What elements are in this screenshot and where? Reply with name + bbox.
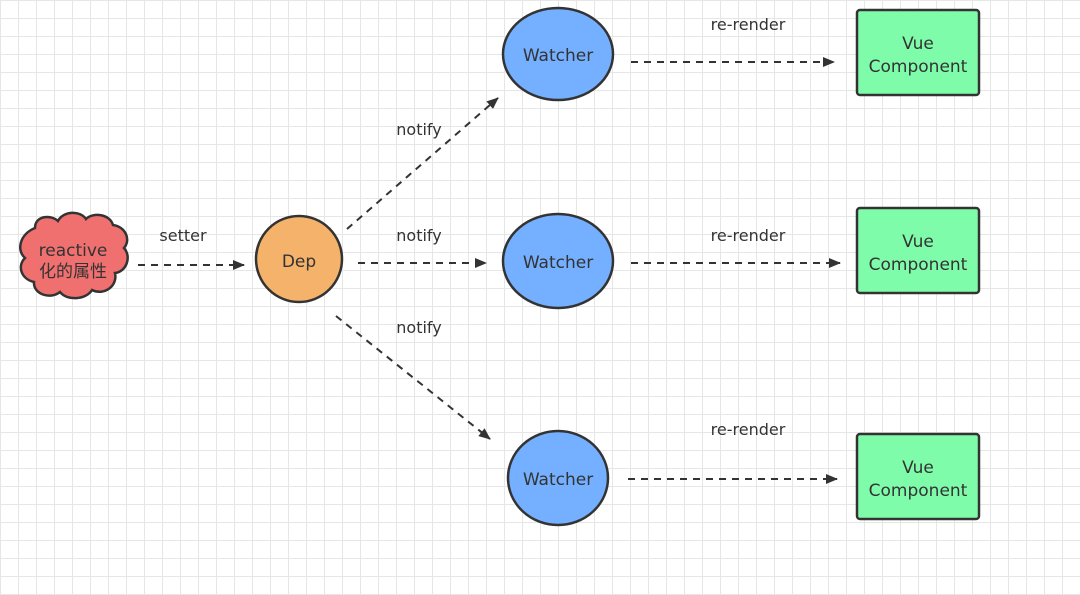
rerender-edge-bottom: re-render [628,420,838,484]
watcher-circle-top [501,6,615,102]
watcher-circle-middle [501,212,615,310]
setter-label: setter [159,226,207,245]
reactive-property-node: reactive 化的属性 [19,211,129,300]
watcher-circle-bottom [506,429,610,527]
notify-edge-middle: notify [358,226,487,268]
vue-component-label-top-line2: Component [869,57,968,77]
vue-component-box-top [855,8,981,97]
vue-component-node-middle: Vue Component [855,206,981,295]
watcher-node-top: Watcher [501,6,615,102]
rerender-edge-top: re-render [631,15,835,67]
vue-component-node-top: Vue Component [855,8,981,97]
rerender-label-middle: re-render [711,226,786,245]
vue-component-box-bottom [855,432,981,521]
cloud-shape [19,211,129,300]
watcher-label-bottom: Watcher [523,470,593,490]
reactive-label-line2: 化的属性 [39,262,107,282]
vue-component-label-top-line1: Vue [902,34,934,54]
vue-component-node-bottom: Vue Component [855,432,981,521]
watcher-node-middle: Watcher [501,212,615,310]
notify-label-top: notify [396,120,441,139]
rerender-edge-middle: re-render [631,226,841,268]
rerender-label-bottom: re-render [711,420,786,439]
dep-node: Dep [254,214,344,304]
watcher-node-bottom: Watcher [506,429,610,527]
rerender-label-top: re-render [711,15,786,34]
vue-component-label-middle-line2: Component [869,255,968,275]
notify-arrow-top [346,97,499,230]
watcher-label-middle: Watcher [523,253,593,273]
dep-label: Dep [282,252,316,272]
dep-circle [254,214,344,304]
vue-component-box-middle [855,206,981,295]
watcher-label-top: Watcher [523,46,593,66]
vue-component-label-bottom-line1: Vue [902,458,934,478]
notify-edge-bottom: notify [335,315,491,440]
notify-edge-top: notify [346,97,499,230]
notify-label-bottom: notify [396,318,441,337]
vue-component-label-bottom-line2: Component [869,481,968,501]
notify-arrow-bottom [335,315,491,440]
notify-label-middle: notify [396,226,441,245]
setter-edge: setter [138,226,245,270]
reactive-label-line1: reactive [39,241,108,261]
vue-component-label-middle-line1: Vue [902,232,934,252]
